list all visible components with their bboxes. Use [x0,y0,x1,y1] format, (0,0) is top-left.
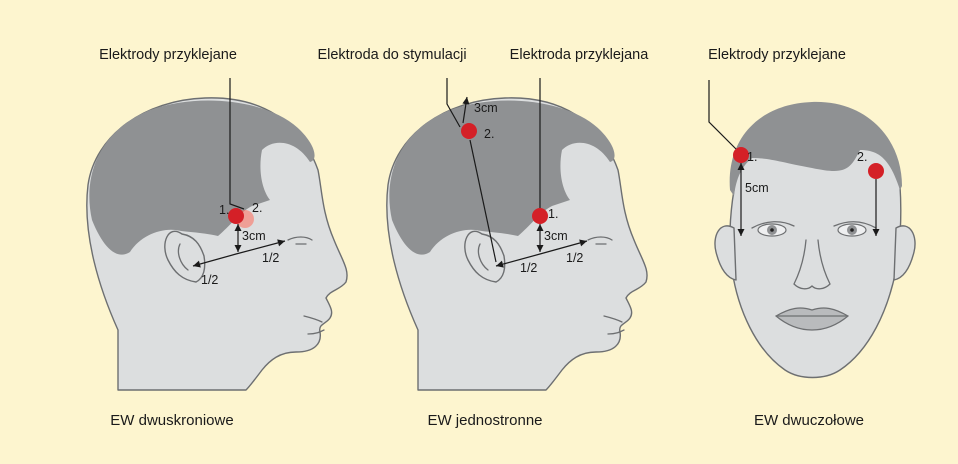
electrode-1-marker-unilateral [532,208,548,224]
panel1-electrodes-label: Elektrody przyklejane [99,47,237,63]
panel2-electrode-2-number: 2. [484,127,494,141]
panel1-half-left: 1/2 [201,273,218,287]
electrode-2-marker-bifrontal [868,163,884,179]
panel3-electrode-1-number: 1. [747,150,757,164]
panel1-half-right: 1/2 [262,251,279,265]
panel2-stimulation-label: Elektroda do stymulacji [317,47,466,63]
panel1-vertical-distance: 3cm [242,229,266,243]
panel2-half-left: 1/2 [520,261,537,275]
panel3-caption: EW dwuczołowe [754,412,864,429]
head-profile-2 [387,98,647,390]
panel1-electrode-2-number: 2. [252,201,262,215]
panel2-half-right: 1/2 [566,251,583,265]
head-profile-1 [87,98,347,390]
panel2-caption: EW jednostronne [427,412,542,429]
panel3-electrode-2-number: 2. [857,150,867,164]
panel2-vertical-distance: 3cm [544,229,568,243]
panel3-vertical-distance: 5cm [745,181,769,195]
panel2-electrode-1-number: 1. [548,207,558,221]
electrode-2-marker [461,123,477,139]
panel-bitemporal [87,78,347,390]
panel-bifrontal [709,80,915,378]
panel3-electrodes-label: Elektrody przyklejane [708,47,846,63]
panel-unilateral [387,78,647,390]
panel1-caption: EW dwuskroniowe [110,412,233,429]
electrode-1-marker [228,208,244,224]
panel2-top-distance: 3cm [474,101,498,115]
panel2-attached-label: Elektroda przyklejana [510,47,650,63]
head-front [715,102,915,378]
panel1-electrode-1-number: 1. [219,203,229,217]
